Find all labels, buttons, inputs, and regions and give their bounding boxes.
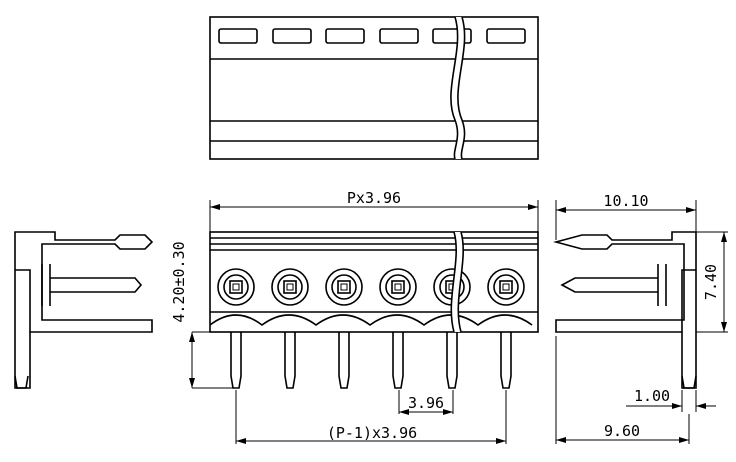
arrow — [399, 409, 409, 415]
arrow — [528, 204, 538, 210]
top-slot — [218, 28, 258, 44]
pin — [392, 332, 404, 389]
arrow — [556, 207, 566, 213]
pin — [338, 332, 350, 389]
break-line — [450, 231, 457, 333]
pin — [446, 332, 458, 389]
pin-span-label: (P-1)x3.96 — [327, 424, 417, 442]
left-side-inner — [15, 269, 31, 332]
top-slot — [486, 28, 526, 44]
pin — [230, 332, 242, 389]
front-view: Px3.96 — [170, 189, 539, 444]
side-width-label: 10.10 — [603, 192, 648, 210]
pitch-label: 3.96 — [408, 394, 444, 412]
break-line — [457, 231, 464, 333]
arrow — [210, 204, 220, 210]
pin — [284, 332, 296, 389]
break-line — [450, 16, 459, 160]
screw-terminal — [217, 268, 255, 306]
arrow — [189, 378, 195, 388]
pin-offset-label: 9.60 — [604, 422, 640, 440]
left-side-outline — [14, 231, 154, 389]
total-length-label: Px3.96 — [347, 189, 401, 207]
left-side-pin-tip — [14, 375, 29, 389]
arrow — [721, 232, 727, 242]
pin-width-label: 1.00 — [634, 387, 670, 405]
right-side-pin — [560, 277, 658, 293]
front-body-outline — [209, 231, 539, 333]
screw-terminal — [325, 268, 363, 306]
right-side-pin-tip — [681, 375, 697, 389]
top-view-outline — [209, 16, 539, 160]
screw-terminal — [271, 268, 309, 306]
arrow — [686, 207, 696, 213]
scallop-edge — [209, 314, 533, 327]
pin-height-label: 4.20±0.30 — [170, 241, 188, 322]
arrow — [556, 437, 566, 443]
side-height-label: 7.40 — [702, 264, 720, 300]
top-slot — [272, 28, 312, 44]
arrow — [721, 322, 727, 332]
arrow — [189, 332, 195, 342]
top-slot — [325, 28, 365, 44]
arrow — [496, 438, 506, 444]
pin — [500, 332, 512, 389]
top-slot — [379, 28, 419, 44]
screw-terminal — [487, 268, 525, 306]
arrow — [696, 403, 706, 409]
screw-terminal — [379, 268, 417, 306]
break-line — [457, 16, 466, 160]
left-side-view — [14, 231, 154, 389]
right-side-inner — [681, 269, 696, 332]
arrow — [672, 403, 682, 409]
arrow — [443, 409, 453, 415]
arrow — [679, 437, 689, 443]
right-side-view: 10.10 7.40 1.00 9.60 — [552, 192, 728, 444]
left-side-pin — [50, 277, 143, 293]
break-fill — [451, 232, 464, 332]
arrow — [236, 438, 246, 444]
right-side-outline — [552, 231, 697, 389]
top-view — [209, 16, 539, 160]
